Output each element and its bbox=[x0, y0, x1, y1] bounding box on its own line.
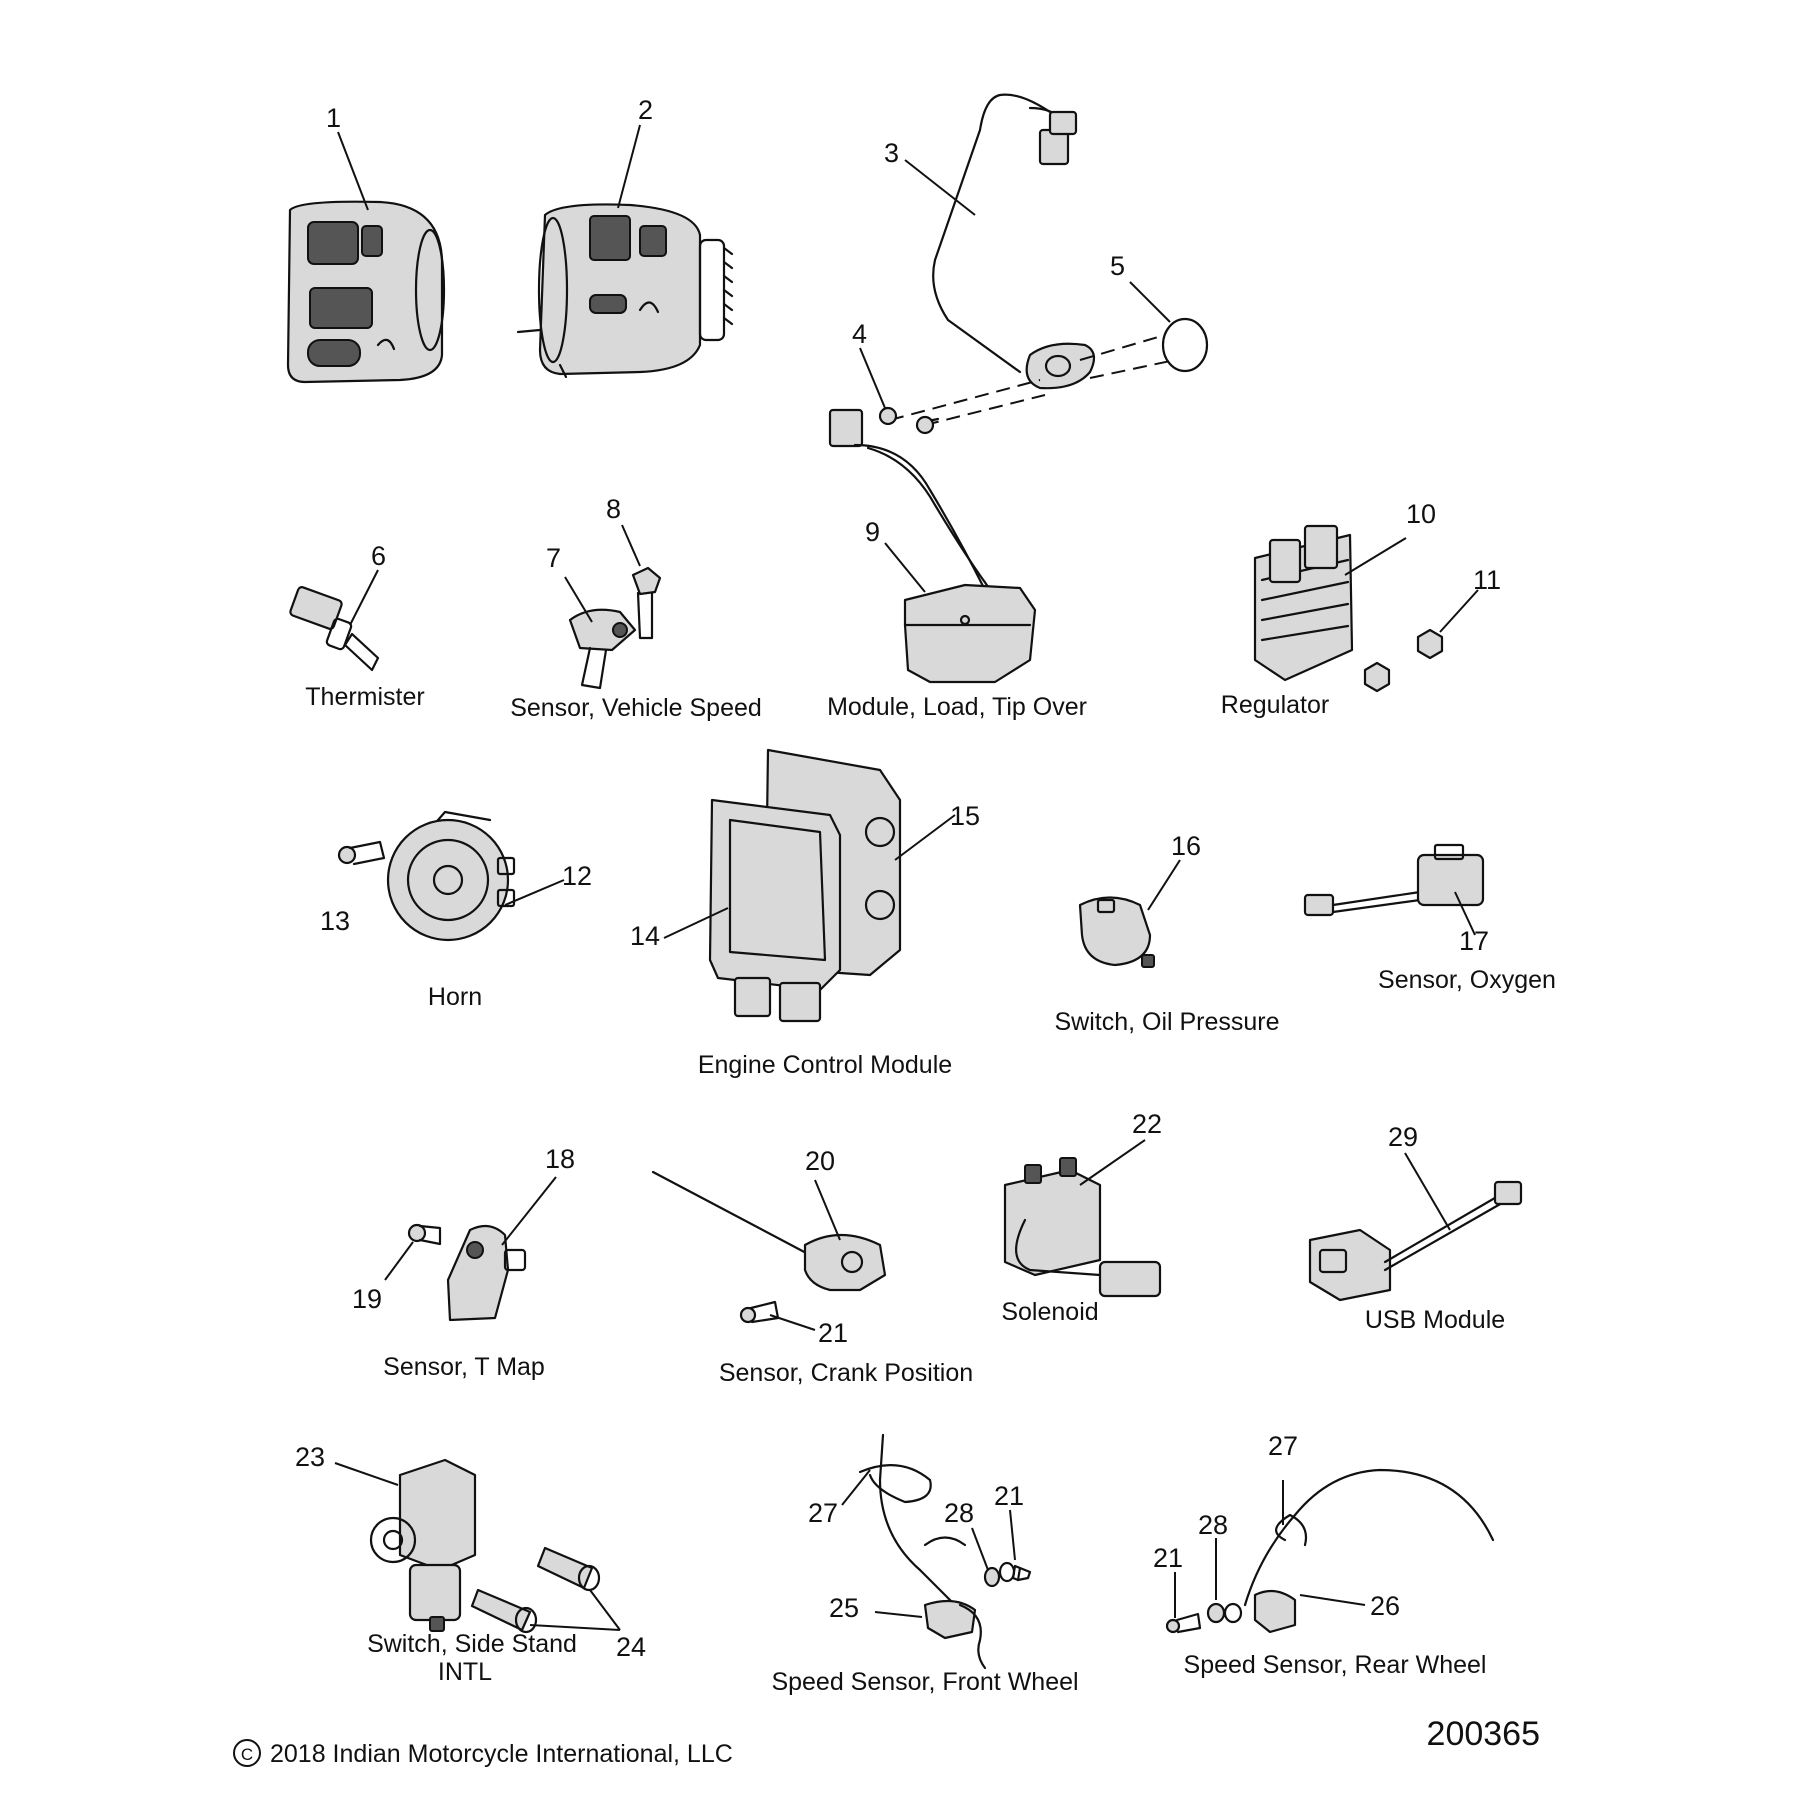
callout-26: 26 bbox=[1370, 1591, 1400, 1621]
caption-sensor-oxygen: Sensor, Oxygen bbox=[1378, 966, 1556, 994]
callout-23: 23 bbox=[295, 1442, 325, 1472]
part-28-washer-rear bbox=[1206, 1602, 1243, 1624]
part-24-bolts bbox=[470, 1546, 601, 1634]
callout-28-front: 28 bbox=[944, 1498, 974, 1528]
part-14-engine-control-module bbox=[708, 798, 842, 1023]
part-10-regulator bbox=[1253, 524, 1354, 682]
callout-17: 17 bbox=[1459, 926, 1489, 956]
callout-1: 1 bbox=[326, 103, 341, 133]
callout-11: 11 bbox=[1473, 565, 1501, 595]
caption-module-load-tip-over: Module, Load, Tip Over bbox=[827, 693, 1087, 721]
callout-13: 13 bbox=[320, 906, 350, 936]
part-19-screw bbox=[407, 1223, 442, 1246]
caption-switch-oil-pressure: Switch, Oil Pressure bbox=[1054, 1008, 1279, 1036]
part-28-washer-front bbox=[983, 1561, 1016, 1588]
part-13-bolt bbox=[337, 840, 386, 866]
figure-id: 200365 bbox=[1427, 1715, 1540, 1753]
caption-solenoid: Solenoid bbox=[1001, 1298, 1098, 1326]
callout-19: 19 bbox=[352, 1284, 382, 1314]
callout-10: 10 bbox=[1406, 499, 1436, 529]
callout-15: 15 bbox=[950, 801, 980, 831]
part-22-solenoid bbox=[1003, 1157, 1162, 1298]
caption-thermister: Thermister bbox=[305, 683, 424, 711]
part-3-wire-harness bbox=[932, 93, 1078, 374]
callout-2: 2 bbox=[638, 95, 653, 125]
callout-22: 22 bbox=[1132, 1109, 1162, 1139]
callout-25: 25 bbox=[829, 1593, 859, 1623]
part-23-side-stand-switch bbox=[369, 1458, 477, 1632]
callout-7: 7 bbox=[546, 543, 561, 573]
copyright-symbol: C bbox=[241, 1745, 253, 1764]
callout-28-rear: 28 bbox=[1198, 1510, 1228, 1540]
callout-9: 9 bbox=[865, 517, 880, 547]
callout-3: 3 bbox=[884, 138, 899, 168]
callout-18: 18 bbox=[545, 1144, 575, 1174]
caption-switch-side-stand-line1: Switch, Side Stand bbox=[367, 1630, 577, 1658]
callout-5: 5 bbox=[1110, 251, 1125, 281]
callout-24: 24 bbox=[616, 1632, 646, 1662]
callout-29: 29 bbox=[1388, 1122, 1418, 1152]
copyright-text: 2018 Indian Motorcycle International, LL… bbox=[270, 1740, 733, 1768]
caption-sensor-t-map: Sensor, T Map bbox=[383, 1353, 545, 1381]
caption-regulator: Regulator bbox=[1221, 691, 1329, 719]
callout-20: 20 bbox=[805, 1146, 835, 1176]
part-17-oxygen-sensor bbox=[1303, 843, 1485, 917]
part-4-screw bbox=[878, 406, 940, 435]
caption-engine-control-module: Engine Control Module bbox=[698, 1051, 952, 1079]
part-20-crank-position-sensor bbox=[651, 1170, 887, 1292]
callout-27-rear: 27 bbox=[1268, 1431, 1298, 1461]
part-18-t-map-sensor bbox=[446, 1224, 527, 1322]
caption-sensor-crank-position: Sensor, Crank Position bbox=[719, 1359, 973, 1387]
part-29-usb-module bbox=[1308, 1180, 1523, 1302]
part-25-front-wheel-speed-sensor bbox=[858, 1433, 987, 1670]
part-12-horn bbox=[386, 810, 516, 942]
part-21-screw-front bbox=[1011, 1564, 1032, 1582]
part-26-rear-wheel-speed-sensor bbox=[1243, 1468, 1495, 1634]
part-8-bolt bbox=[631, 566, 662, 640]
part-2-right-switch-housing bbox=[516, 203, 734, 379]
part-11-nut bbox=[1363, 628, 1444, 693]
callout-21-rear: 21 bbox=[1153, 1543, 1183, 1573]
caption-sensor-vehicle-speed: Sensor, Vehicle Speed bbox=[510, 694, 762, 722]
callout-12: 12 bbox=[562, 861, 592, 891]
part-21-screw-rear bbox=[1165, 1612, 1202, 1634]
callout-8: 8 bbox=[606, 494, 621, 524]
callout-21-front: 21 bbox=[994, 1481, 1024, 1511]
callout-21-crank: 21 bbox=[818, 1318, 848, 1348]
part-21-screw-crank bbox=[739, 1300, 780, 1324]
callout-4: 4 bbox=[852, 319, 867, 349]
callout-27-front: 27 bbox=[808, 1498, 838, 1528]
caption-usb-module: USB Module bbox=[1365, 1306, 1505, 1334]
part-9-tip-over-module bbox=[828, 408, 1037, 684]
callout-14: 14 bbox=[630, 921, 660, 951]
part-1-left-switch-housing bbox=[286, 200, 446, 384]
copyright-symbol-icon bbox=[233, 1739, 261, 1767]
caption-switch-side-stand-line2: INTL bbox=[438, 1658, 492, 1686]
caption-speed-sensor-rear-wheel: Speed Sensor, Rear Wheel bbox=[1184, 1651, 1487, 1679]
part-16-oil-pressure-switch bbox=[1078, 896, 1155, 968]
copyright-line: C 2018 Indian Motorcycle International, … bbox=[233, 1739, 733, 1768]
part-3-mounting-bracket bbox=[1025, 342, 1096, 390]
caption-speed-sensor-front-wheel: Speed Sensor, Front Wheel bbox=[771, 1668, 1078, 1696]
callout-6: 6 bbox=[371, 541, 386, 571]
part-5-o-ring bbox=[1161, 317, 1209, 373]
part-6-thermister bbox=[289, 586, 380, 672]
part-7-vehicle-speed-sensor bbox=[568, 608, 637, 690]
caption-horn: Horn bbox=[428, 983, 482, 1011]
callout-16: 16 bbox=[1171, 831, 1201, 861]
